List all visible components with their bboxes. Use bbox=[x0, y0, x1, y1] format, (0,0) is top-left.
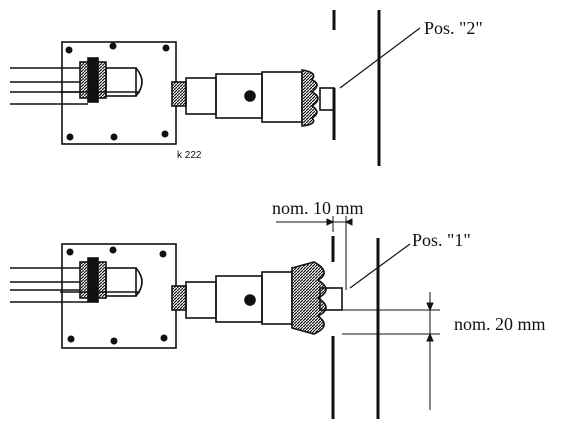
pos2-label: Pos. "2" bbox=[424, 18, 483, 38]
top-housing bbox=[261, 71, 303, 123]
dimension-20mm bbox=[342, 292, 440, 410]
bottom-assembly bbox=[10, 236, 411, 419]
bottom-leader-line bbox=[349, 243, 411, 289]
top-sensor-body bbox=[185, 77, 217, 115]
bottom-sensor-body bbox=[185, 281, 217, 319]
top-connector bbox=[171, 81, 187, 107]
pos1-label: Pos. "1" bbox=[412, 230, 471, 250]
dim-10-label: nom. 10 mm bbox=[272, 198, 364, 218]
dimension-10mm bbox=[276, 216, 353, 290]
top-assembly bbox=[10, 10, 421, 166]
bottom-plate-screws bbox=[66, 246, 168, 345]
top-mounting-plate bbox=[61, 41, 177, 145]
top-leader-line bbox=[339, 27, 421, 89]
bottom-housing bbox=[261, 271, 293, 325]
top-bellows bbox=[301, 69, 319, 127]
bottom-cable bbox=[10, 267, 88, 303]
figure-code: k 222 bbox=[177, 150, 202, 161]
top-cable bbox=[10, 67, 88, 105]
bottom-plunger bbox=[319, 287, 343, 311]
bottom-connector bbox=[171, 285, 187, 311]
top-plunger bbox=[319, 87, 335, 111]
bottom-bellows bbox=[291, 261, 327, 335]
top-plate-screws bbox=[65, 42, 170, 141]
dim-20-label: nom. 20 mm bbox=[454, 314, 546, 334]
